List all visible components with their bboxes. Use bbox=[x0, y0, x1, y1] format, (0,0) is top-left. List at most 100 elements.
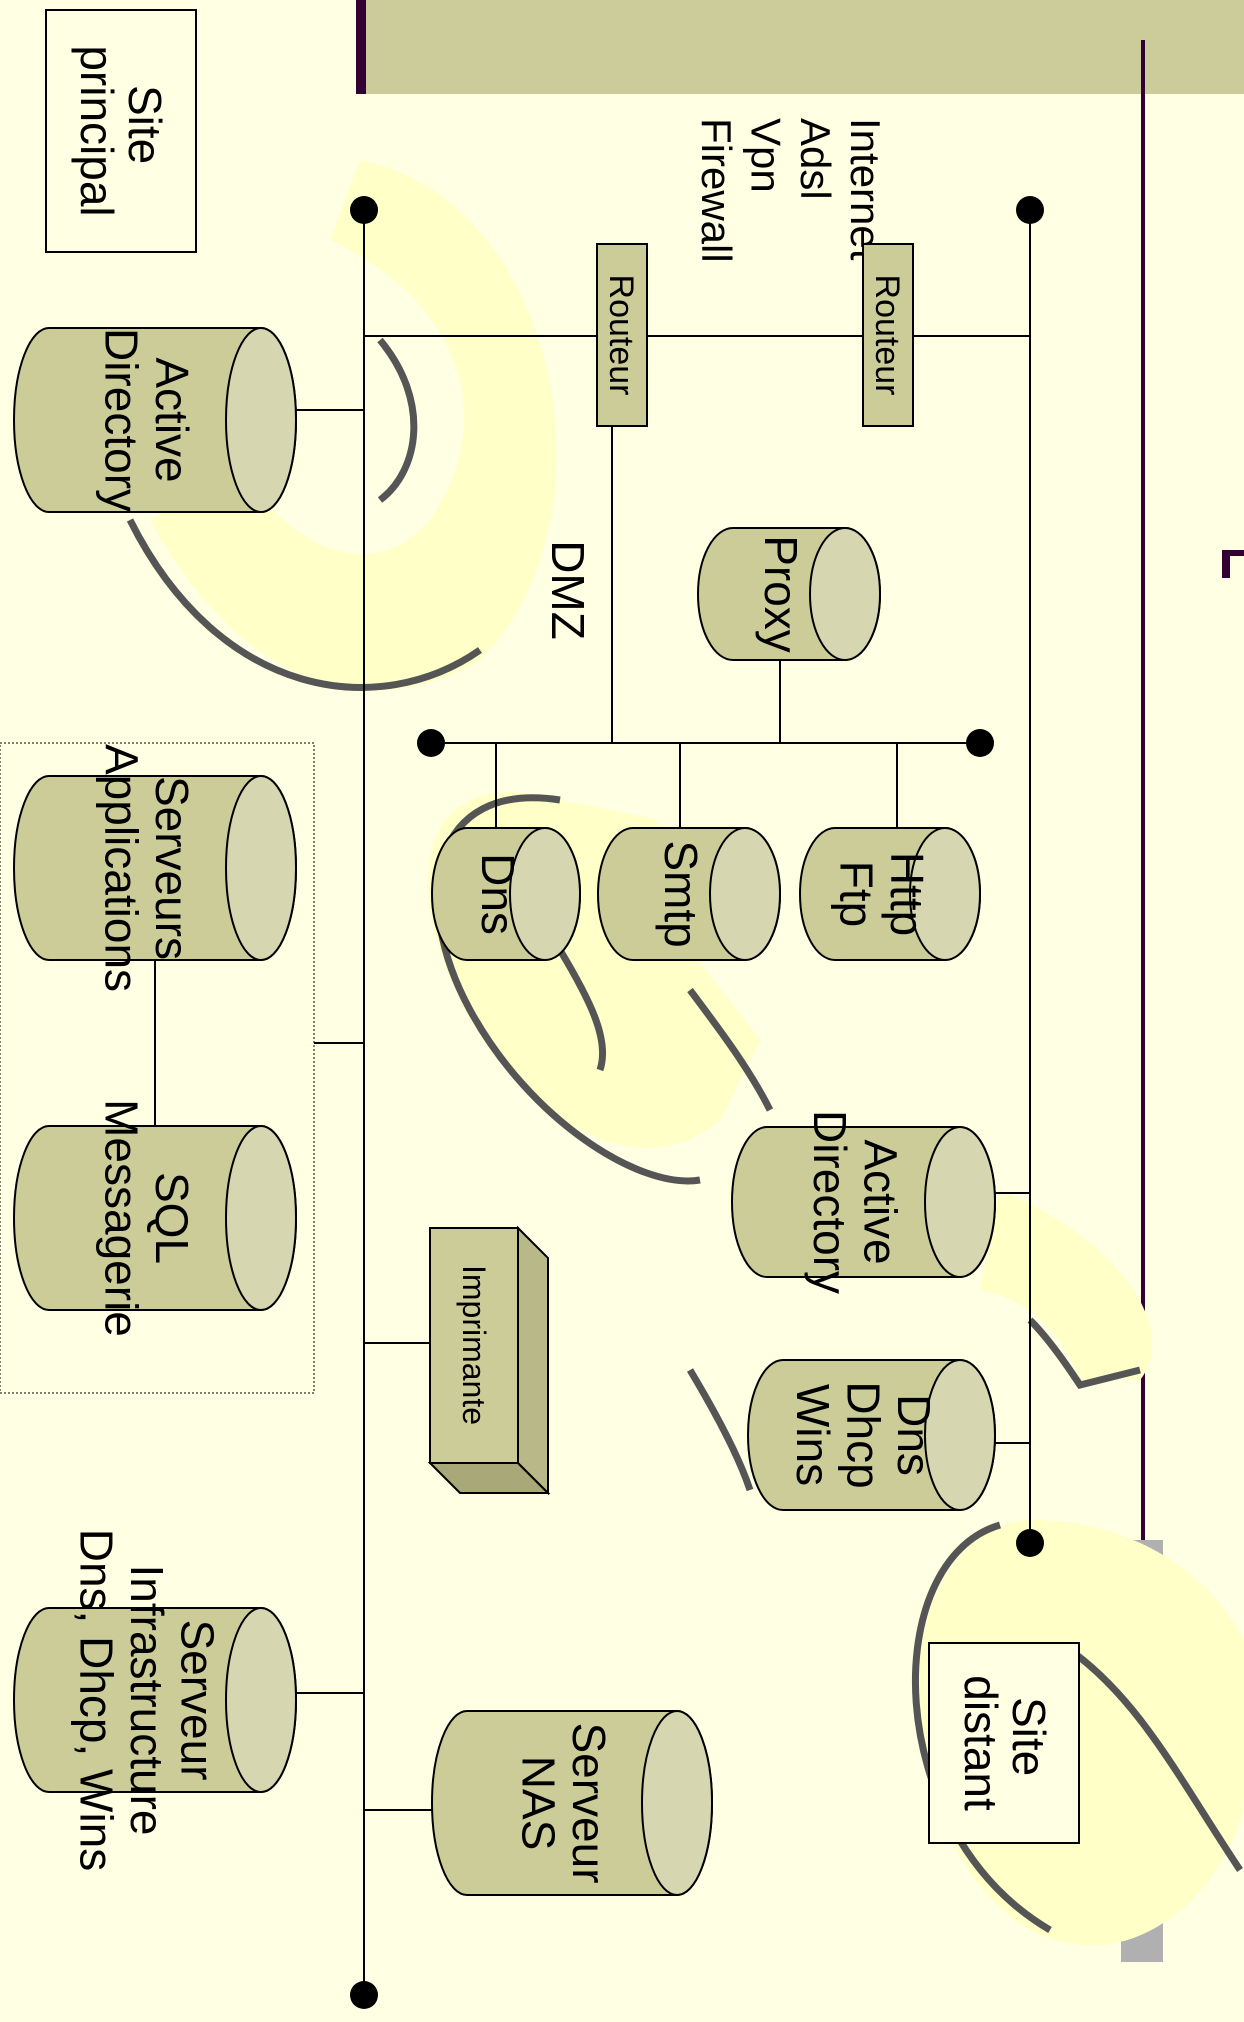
watermark-shadow-1 bbox=[377, 337, 418, 503]
server-dns-dhcp-wins-label: DnsDhcpWins bbox=[787, 1381, 940, 1488]
watermark-shape-1 bbox=[150, 160, 557, 691]
router-1-box bbox=[596, 243, 648, 427]
internet-line-4: Firewall bbox=[693, 118, 740, 263]
site-principal-line-2: principal bbox=[71, 45, 123, 216]
watermark-shadow-3 bbox=[434, 794, 701, 1185]
server-nas-label: ServeurNAS bbox=[513, 1722, 616, 1883]
server-dns-dhcp-wins-line-1: Dns bbox=[888, 1394, 940, 1476]
site-principal-label: Site principal bbox=[71, 45, 171, 216]
server-applications-label: ServeursApplications bbox=[96, 744, 199, 992]
server-dns-dhcp-wins: DnsDhcpWins bbox=[747, 1359, 996, 1511]
title-glyph bbox=[1222, 550, 1244, 578]
printer-front bbox=[429, 1227, 519, 1464]
server-infrastructure-line-2: Infrastructure bbox=[121, 1565, 173, 1836]
server-smtp-line-1: Smtp bbox=[655, 840, 707, 947]
server-smtp: Smtp bbox=[597, 827, 781, 961]
server-active-directory-main: ActiveDirectory bbox=[13, 327, 297, 513]
server-sql-messagerie-top bbox=[225, 1125, 297, 1311]
backbone-remote-end-top bbox=[1016, 196, 1044, 224]
server-dns-dhcp-wins-line-3: Wins bbox=[787, 1384, 839, 1486]
server-infrastructure-top bbox=[225, 1607, 297, 1793]
server-sql-messagerie: SQLMessagerie bbox=[13, 1099, 297, 1337]
applications-group-box bbox=[0, 742, 315, 1394]
server-http-ftp-label: HttpFtp bbox=[831, 852, 934, 936]
server-nas-line-2: NAS bbox=[513, 1756, 565, 1851]
server-active-directory-remote-label: ActiveDirectory bbox=[804, 1110, 907, 1294]
server-http-ftp-line-1: Http bbox=[881, 852, 933, 936]
server-dns-line-1: Dns bbox=[472, 853, 524, 935]
server-proxy-label: Proxy bbox=[755, 535, 807, 653]
site-principal-box bbox=[45, 9, 197, 253]
server-applications: ServeursApplications bbox=[13, 744, 297, 992]
server-active-directory-main-label: ActiveDirectory bbox=[96, 328, 199, 512]
server-applications-line-1: Serveurs bbox=[146, 776, 198, 960]
server-dns-label: Dns bbox=[472, 853, 524, 935]
server-nodes: ActiveDirectoryProxyHttpFtpSmtpDnsServeu… bbox=[13, 327, 996, 1896]
server-active-directory-remote: ActiveDirectory bbox=[731, 1110, 996, 1294]
server-nas: ServeurNAS bbox=[431, 1710, 713, 1896]
router-2-label: Routeur bbox=[868, 275, 906, 396]
server-smtp-top bbox=[709, 827, 781, 961]
router-1: Routeur bbox=[596, 243, 648, 427]
header-band-edge bbox=[356, 0, 366, 94]
watermark-shadow-8 bbox=[912, 1521, 1052, 1934]
backbone-main-end-bottom bbox=[350, 1981, 378, 2009]
server-active-directory-main-line-1: Active bbox=[146, 357, 198, 482]
site-distant-line-2: distant bbox=[955, 1675, 1007, 1811]
dmz-label: DMZ bbox=[542, 540, 594, 640]
server-proxy: Proxy bbox=[697, 527, 881, 661]
router-1-label: Routeur bbox=[602, 275, 640, 396]
server-active-directory-remote-top bbox=[924, 1126, 996, 1278]
server-active-directory-remote-line-2: Directory bbox=[804, 1110, 856, 1294]
server-sql-messagerie-label: SQLMessagerie bbox=[96, 1099, 199, 1337]
server-proxy-top bbox=[809, 527, 881, 661]
watermark-shadow-7 bbox=[686, 1368, 754, 1492]
server-applications-line-2: Applications bbox=[96, 744, 148, 992]
server-nas-top bbox=[641, 1710, 713, 1896]
server-smtp-label: Smtp bbox=[655, 840, 707, 947]
server-sql-messagerie-line-2: Messagerie bbox=[96, 1099, 148, 1337]
site-principal-line-1: Site bbox=[119, 85, 171, 164]
server-infrastructure-line-3: Dns, Dhcp, Wins bbox=[70, 1529, 122, 1872]
watermark-shadow-6 bbox=[1027, 1317, 1141, 1389]
printer-side bbox=[517, 1225, 549, 1496]
watermark-shadow-5 bbox=[687, 987, 774, 1112]
server-proxy-line-1: Proxy bbox=[755, 535, 807, 653]
dmz-bus-end-left bbox=[417, 729, 445, 757]
router-2-box bbox=[862, 243, 914, 427]
server-active-directory-main-top bbox=[225, 327, 297, 513]
site-distant-label: Site distant bbox=[955, 1675, 1055, 1811]
internet-links-label: Internet Adsl Vpn Firewall bbox=[693, 118, 889, 272]
site-distant-line-1: Site bbox=[1003, 1697, 1055, 1776]
server-dns-dhcp-wins-line-2: Dhcp bbox=[837, 1381, 889, 1488]
printer-label: Imprimante bbox=[456, 1265, 492, 1425]
header-band bbox=[356, 0, 1244, 94]
server-dns: Dns bbox=[431, 827, 581, 961]
printer: Imprimante bbox=[427, 1225, 551, 1496]
watermark-shape-3 bbox=[980, 1190, 1153, 1380]
server-infrastructure: ServeurInfrastructureDns, Dhcp, Wins bbox=[13, 1529, 297, 1872]
backbone-remote-end-bottom bbox=[1016, 1529, 1044, 1557]
backbone-main-end-top bbox=[350, 196, 378, 224]
watermark-shadow-4 bbox=[556, 948, 607, 1072]
server-infrastructure-label: ServeurInfrastructureDns, Dhcp, Wins bbox=[70, 1529, 223, 1872]
server-sql-messagerie-line-1: SQL bbox=[146, 1172, 198, 1264]
site-distant-box bbox=[928, 1642, 1080, 1844]
server-applications-top bbox=[225, 775, 297, 961]
server-nas-line-1: Serveur bbox=[563, 1722, 615, 1883]
internet-line-1: Internet bbox=[842, 118, 889, 261]
server-http-ftp: HttpFtp bbox=[799, 827, 981, 961]
internet-line-2: Adsl bbox=[792, 118, 839, 200]
server-active-directory-remote-line-1: Active bbox=[855, 1139, 907, 1264]
router-2: Routeur bbox=[862, 243, 914, 427]
watermark-shadow-9 bbox=[1067, 1647, 1243, 1872]
server-infrastructure-line-1: Serveur bbox=[172, 1619, 224, 1780]
server-http-ftp-top bbox=[909, 827, 981, 961]
server-dns-dhcp-wins-top bbox=[924, 1359, 996, 1511]
internet-line-3: Vpn bbox=[743, 118, 790, 193]
server-http-ftp-line-2: Ftp bbox=[831, 861, 883, 927]
server-dns-top bbox=[509, 827, 581, 961]
server-active-directory-main-line-2: Directory bbox=[96, 328, 148, 512]
watermark-shadow-2 bbox=[126, 518, 483, 691]
